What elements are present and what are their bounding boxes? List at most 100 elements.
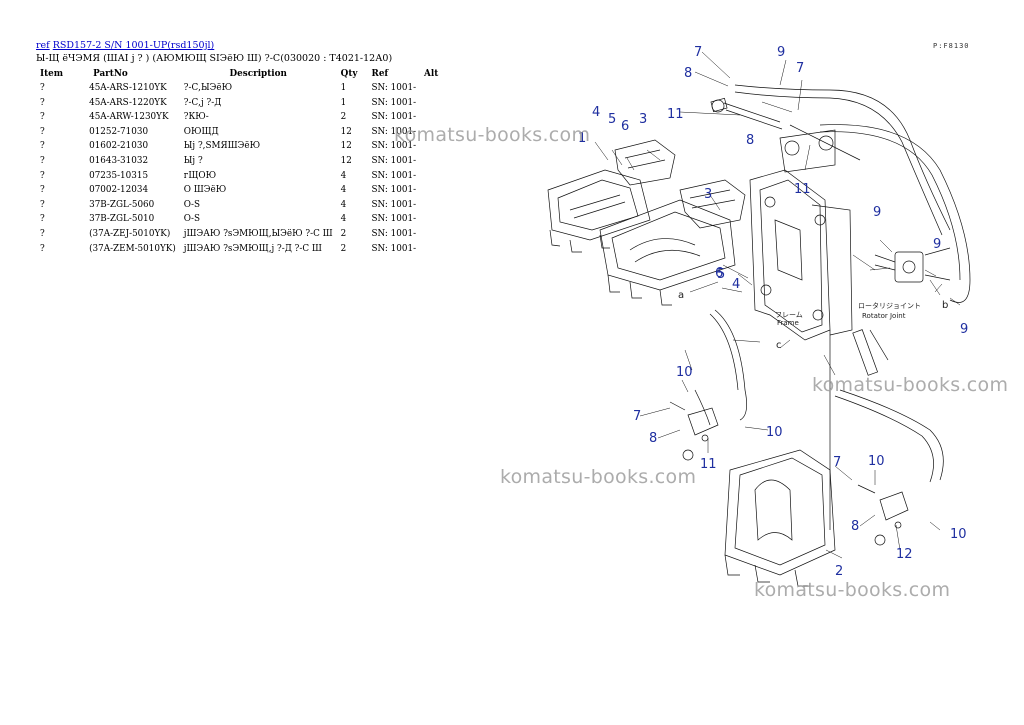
ref-link[interactable]: ref bbox=[36, 40, 50, 51]
page-title: Ы-Щ ёЧЭМЯ (ШАI ј ? ) (АЮМЮЩ SIЭёЮ Ш) ?-С… bbox=[36, 53, 393, 64]
cell-item: ? bbox=[40, 199, 45, 210]
frame-label-en: Frame bbox=[777, 319, 799, 327]
callout-number: 7 bbox=[833, 455, 841, 470]
upper-plate-guard bbox=[614, 139, 676, 186]
callout-number: 12 bbox=[896, 547, 913, 562]
cell-qty: 12 bbox=[340, 155, 352, 166]
callout-number: 8 bbox=[684, 66, 692, 81]
cell-ref: SN: 1001- bbox=[371, 126, 417, 137]
cell-description: ?КЮ- bbox=[183, 112, 209, 123]
cell-ref: SN: 1001- bbox=[371, 243, 417, 254]
rotator-joint bbox=[852, 247, 951, 376]
bottom-bracket bbox=[724, 449, 836, 587]
callout-number: 3 bbox=[704, 187, 712, 202]
table-row: ? 37B-ZGL-5060 О-S 4 SN: 1001- bbox=[36, 199, 442, 214]
col-qty: Qty bbox=[340, 69, 358, 79]
cell-alt bbox=[420, 170, 442, 185]
cell-description: О-S bbox=[183, 214, 200, 225]
cell-qty: 4 bbox=[340, 185, 347, 196]
cell-item: ? bbox=[40, 141, 45, 152]
cell-partno: 01252-71030 bbox=[89, 126, 149, 137]
callout-number: 6 bbox=[715, 266, 723, 281]
cell-qty: 12 bbox=[340, 126, 352, 137]
cell-description: јШЭАЮ ?sЭМЮЩ,ј ?-Д ?-С Ш bbox=[183, 243, 322, 254]
cell-partno: 07002-12034 bbox=[89, 185, 149, 196]
cell-alt bbox=[420, 82, 442, 97]
watermark: komatsu-books.com bbox=[754, 579, 951, 601]
callout-number: 7 bbox=[796, 61, 804, 76]
figure-code: P:F8130 bbox=[933, 42, 970, 50]
cell-alt bbox=[420, 184, 442, 199]
leader-lines bbox=[594, 51, 961, 559]
cell-description: Ыј ? bbox=[183, 155, 203, 166]
cell-description: гЩОЮ bbox=[183, 170, 217, 181]
callout-number: 8 bbox=[649, 431, 657, 446]
joint-label-en: Rotator Joint bbox=[862, 312, 906, 320]
table-row: ?(37A-ZEJ-5010YK)јШЭАЮ ?sЭМЮЩ,ЫЭёЮ ?-С Ш… bbox=[36, 228, 442, 243]
table-row: ? 07002-12034 О ШЭёЮ 4 SN: 1001- bbox=[36, 184, 442, 199]
cell-qty: 4 bbox=[340, 170, 347, 181]
ref-label-b: b bbox=[942, 300, 948, 311]
cell-alt bbox=[420, 213, 442, 228]
cell-ref: SN: 1001- bbox=[371, 199, 417, 210]
callout-number: 4 bbox=[592, 105, 600, 120]
cell-partno: 37B-ZGL-5060 bbox=[89, 199, 155, 210]
cell-item: ? bbox=[40, 185, 45, 196]
cell-partno: (37A-ZEJ-5010YK) bbox=[89, 228, 171, 239]
cell-item: ? bbox=[40, 214, 45, 225]
cell-qty: 4 bbox=[340, 199, 347, 210]
callout-number: 4 bbox=[732, 277, 740, 292]
model-link[interactable]: RSD157-2 S/N 1001-UP(rsd150jl) bbox=[52, 40, 215, 51]
watermark: komatsu-books.com bbox=[500, 466, 697, 488]
cell-description: О ШЭёЮ bbox=[183, 185, 227, 196]
callout-number: 5 bbox=[608, 112, 616, 127]
callout-number: 11 bbox=[794, 182, 811, 197]
cell-description: ?-С,ј ?-Д bbox=[183, 97, 222, 108]
cell-alt bbox=[420, 243, 442, 258]
cell-partno: 01602-21030 bbox=[89, 141, 149, 152]
reference-arrows bbox=[689, 254, 943, 376]
breadcrumb: ref RSD157-2 S/N 1001-UP(rsd150jl) bbox=[36, 40, 476, 52]
callout-number: 7 bbox=[633, 409, 641, 424]
cell-item: ? bbox=[40, 155, 45, 166]
cell-item: ? bbox=[40, 97, 45, 108]
upper-plate-left bbox=[547, 169, 651, 253]
cell-ref: SN: 1001- bbox=[371, 228, 417, 239]
callout-number: 9 bbox=[933, 237, 941, 252]
clamp-left bbox=[669, 401, 719, 461]
cell-description: О-S bbox=[183, 199, 200, 210]
cell-item: ? bbox=[40, 83, 45, 93]
col-partno: PartNo bbox=[93, 69, 128, 79]
cell-ref: SN: 1001- bbox=[371, 185, 417, 196]
cell-alt bbox=[420, 199, 442, 214]
cylinder-rod-top bbox=[710, 97, 861, 161]
cell-qty: 2 bbox=[340, 112, 347, 123]
cell-qty: 1 bbox=[340, 83, 347, 93]
callout-number: 8 bbox=[851, 519, 859, 534]
col-ref: Ref bbox=[371, 69, 389, 79]
cell-ref: SN: 1001- bbox=[371, 155, 417, 166]
lower-plate-left bbox=[599, 199, 736, 306]
cell-description: ?-С,ЫЭёЮ bbox=[183, 83, 233, 93]
cell-partno: 45A-ARS-1220YK bbox=[89, 97, 167, 108]
cell-item: ? bbox=[40, 228, 45, 239]
cell-ref: SN: 1001- bbox=[371, 83, 417, 93]
watermark: komatsu-books.com bbox=[394, 124, 591, 146]
callout-number: 5 bbox=[717, 267, 725, 282]
cell-ref: SN: 1001- bbox=[371, 170, 417, 181]
lower-plate-guard bbox=[679, 179, 746, 229]
callout-number: 10 bbox=[676, 365, 693, 380]
cell-item: ? bbox=[40, 243, 45, 254]
callout-number: 8 bbox=[746, 133, 754, 148]
ref-label-a: a bbox=[678, 290, 684, 301]
col-item: Item bbox=[40, 69, 64, 79]
cell-alt bbox=[420, 155, 442, 170]
col-alt: Alt bbox=[424, 69, 439, 79]
col-description: Description bbox=[229, 69, 287, 79]
cell-qty: 1 bbox=[340, 97, 347, 108]
